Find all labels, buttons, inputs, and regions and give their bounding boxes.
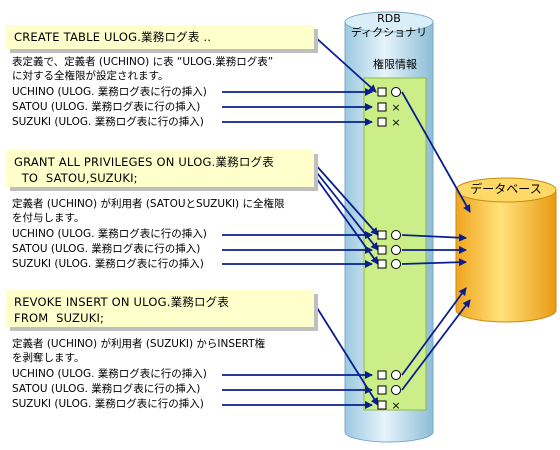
user-privilege-uchino: UCHINO (ULOG. 業務ログ表に行の挿入) <box>12 86 207 98</box>
database-access-arrow <box>401 258 467 267</box>
grant-statement-arrow-1 <box>313 162 379 236</box>
description-line: を付与します。 <box>12 212 85 224</box>
database-access-arrow <box>401 287 467 376</box>
database-access-arrow <box>401 299 471 391</box>
user-privilege-suzuki: SUZUKI (ULOG. 業務ログ表に行の挿入) <box>12 398 204 410</box>
privilege-box <box>377 230 387 240</box>
database-access-arrow <box>401 91 471 213</box>
privilege-box <box>377 259 387 269</box>
sql-line: GRANT ALL PRIVILEGES ON ULOG.業務ログ表 <box>14 155 274 169</box>
user-privilege-satou: SATOU (ULOG. 業務ログ表に行の挿入) <box>12 243 201 255</box>
database-cylinder <box>455 177 557 323</box>
database-label: データベース <box>470 182 542 196</box>
dictionary-title-line1: RDB <box>377 12 401 25</box>
create-statement-arrow <box>313 35 377 93</box>
create-description: 表定義で、定義者 (UCHINO) に表 “ULOG.業務ログ表” に対する全権… <box>12 55 273 83</box>
privilege-box <box>377 400 387 410</box>
granted-mark <box>391 87 401 97</box>
granted-mark <box>391 259 401 269</box>
privilege-box <box>377 245 387 255</box>
user-privilege-uchino: UCHINO (ULOG. 業務ログ表に行の挿入) <box>12 368 207 380</box>
create-table-statement: CREATE TABLE ULOG.業務ログ表 ‥ <box>6 25 314 49</box>
sql-line: TO SATOU,SUZUKI; <box>14 171 138 185</box>
denied-mark: × <box>391 399 400 412</box>
granted-mark <box>391 385 401 395</box>
revoke-statement: REVOKE INSERT ON ULOG.業務ログ表 FROM SUZUKI; <box>6 290 314 327</box>
grant-description: 定義者 (UCHINO) が利用者 (SATOUとSUZUKI) に全権限 を付… <box>12 197 284 225</box>
denied-mark: × <box>391 116 400 129</box>
privilege-box <box>377 117 387 127</box>
dictionary-title: RDB ディクショナリ <box>345 12 433 40</box>
user-privilege-uchino: UCHINO (ULOG. 業務ログ表に行の挿入) <box>12 228 207 240</box>
description-line: 定義者 (UCHINO) が利用者 (SATOUとSUZUKI) に全権限 <box>12 198 285 210</box>
dictionary-title-line2: ディクショナリ <box>350 26 428 39</box>
revoke-description: 定義者 (UCHINO) が利用者 (SUZUKI) からINSERT権 を剥奪… <box>12 337 265 365</box>
granted-mark <box>391 230 401 240</box>
description-line: に対する全権限が設定されます。 <box>12 70 169 82</box>
privilege-box <box>377 385 387 395</box>
user-privilege-suzuki: SUZUKI (ULOG. 業務ログ表に行の挿入) <box>12 258 204 270</box>
description-line: 表定義で、定義者 (UCHINO) に表 “ULOG.業務ログ表” <box>12 56 274 68</box>
denied-mark: × <box>391 101 400 114</box>
user-privilege-satou: SATOU (ULOG. 業務ログ表に行の挿入) <box>12 101 201 113</box>
description-line: を剥奪します。 <box>12 352 85 364</box>
description-line: 定義者 (UCHINO) が利用者 (SUZUKI) からINSERT権 <box>12 338 266 350</box>
sql-line: CREATE TABLE ULOG.業務ログ表 ‥ <box>14 30 212 44</box>
privilege-info-label: 権限情報 <box>373 58 417 71</box>
privilege-box <box>377 370 387 380</box>
database-access-arrow <box>401 233 467 242</box>
privilege-box <box>377 87 387 97</box>
granted-mark <box>391 245 401 255</box>
user-privilege-suzuki: SUZUKI (ULOG. 業務ログ表に行の挿入) <box>12 116 204 128</box>
granted-mark <box>391 370 401 380</box>
user-privilege-satou: SATOU (ULOG. 業務ログ表に行の挿入) <box>12 383 201 395</box>
sql-line: FROM SUZUKI; <box>14 311 105 325</box>
privilege-box <box>377 102 387 112</box>
sql-line: REVOKE INSERT ON ULOG.業務ログ表 <box>14 295 230 309</box>
grant-statement: GRANT ALL PRIVILEGES ON ULOG.業務ログ表 TO SA… <box>6 150 314 187</box>
